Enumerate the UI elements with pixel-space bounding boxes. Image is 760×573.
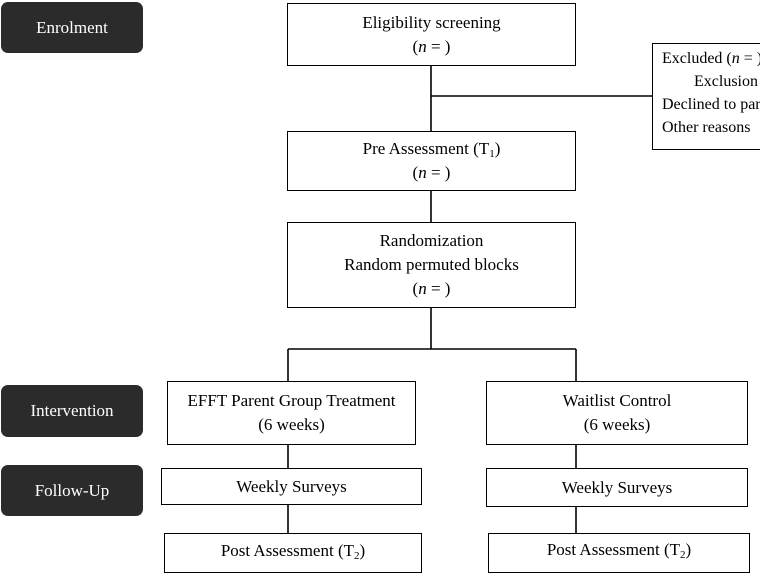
treatment-post-assessment-box: Post Assessment (T2) (164, 533, 422, 573)
treatment-weekly-surveys-box: Weekly Surveys (161, 468, 422, 505)
excluded-title: Excluded (n = ) (662, 50, 760, 67)
control-arm-box: Waitlist Control (6 weeks) (486, 381, 748, 445)
treatment-arm-box: EFFT Parent Group Treatment (6 weeks) (167, 381, 416, 445)
stage-label-enrolment: Enrolment (1, 2, 143, 53)
excluded-item: Exclusion criteria (694, 73, 760, 90)
stage-label-text: Intervention (30, 401, 114, 420)
control-arm-name: Waitlist Control (562, 391, 672, 410)
randomization-title: Randomization (379, 231, 484, 250)
treatment-arm-duration: (6 weeks) (258, 415, 325, 434)
treatment-arm-name: EFFT Parent Group Treatment (187, 391, 396, 410)
control-weekly-surveys-box: Weekly Surveys (486, 468, 748, 507)
pre-assessment-box: Pre Assessment (T1) (n = ) (287, 131, 576, 191)
stage-label-intervention: Intervention (1, 385, 143, 437)
stage-label-text: Enrolment (36, 17, 108, 37)
treatment-weekly-surveys-label: Weekly Surveys (236, 476, 347, 496)
stage-label-text: Follow-Up (34, 480, 110, 500)
control-post-assessment-box: Post Assessment (T2) (488, 533, 750, 573)
eligibility-count: (n = ) (412, 36, 451, 56)
control-arm-duration: (6 weeks) (583, 415, 651, 434)
control-post-assessment-label: Post Assessment (T2) (546, 540, 692, 561)
randomization-count: (n = ) (412, 279, 451, 298)
stage-label-followup: Follow-Up (1, 465, 143, 516)
eligibility-title: Eligibility screening (362, 12, 501, 32)
pre-assessment-title: Pre Assessment (T1) (362, 139, 501, 160)
excluded-item: Declined to participate (662, 96, 760, 113)
excluded-item: Other reasons (662, 119, 751, 136)
excluded-box: Excluded (n = ) Exclusion criteria Decli… (652, 43, 760, 150)
treatment-post-assessment-label: Post Assessment (T2) (220, 541, 366, 562)
control-weekly-surveys-label: Weekly Surveys (561, 477, 673, 497)
eligibility-screening-box: Eligibility screening (n = ) (287, 3, 576, 66)
randomization-method: Random permuted blocks (344, 255, 519, 274)
randomization-box: Randomization Random permuted blocks (n … (287, 222, 576, 308)
pre-assessment-count: (n = ) (412, 163, 451, 182)
